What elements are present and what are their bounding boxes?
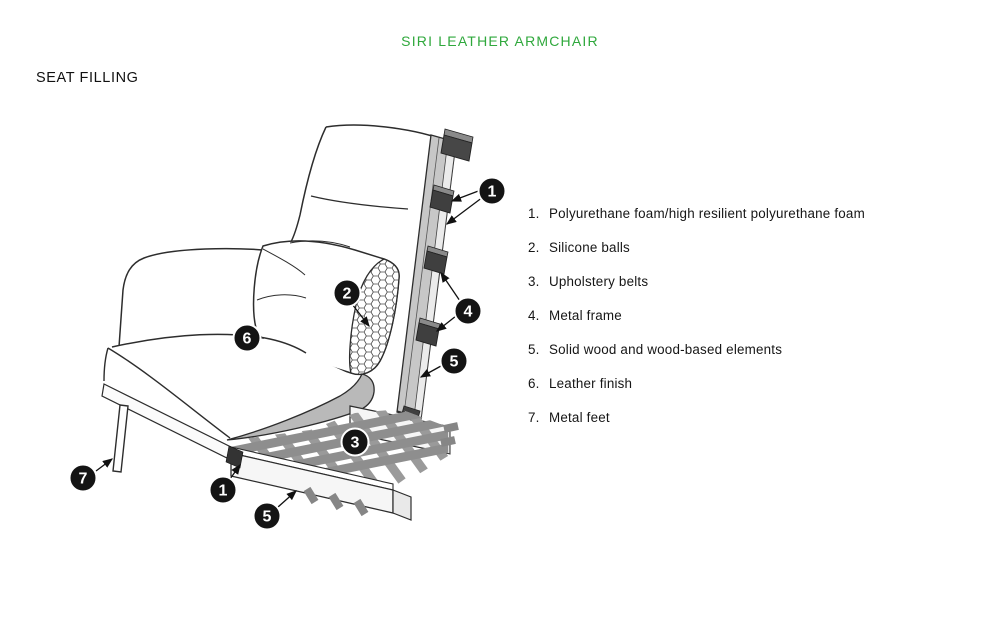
legend-item: 6. Leather finish	[528, 376, 948, 410]
callout-2: 2	[332, 278, 362, 308]
arrow-1a	[450, 189, 482, 202]
legend-item-label: Leather finish	[549, 376, 633, 391]
callout-7: 7	[68, 463, 98, 493]
metal-front-leg	[112, 404, 129, 473]
backrest-seam	[310, 195, 409, 210]
callout-6: 6	[232, 323, 262, 353]
legend-item-label: Metal feet	[549, 410, 610, 425]
legend-item: 7. Metal feet	[528, 410, 948, 444]
callout-markers: 1 4 5 2 6 3 1 5	[68, 176, 507, 531]
legend-item: 2. Silicone balls	[528, 240, 948, 274]
legend-item-label: Solid wood and wood-based elements	[549, 342, 783, 357]
cushion-wrinkle	[262, 248, 306, 276]
callout-5-bottom-label: 5	[263, 509, 272, 526]
callout-7-label: 7	[79, 471, 88, 488]
armrest	[118, 247, 284, 348]
frame-top-bracket	[440, 128, 474, 162]
seat-cushion-side-roll	[226, 373, 375, 441]
callout-1-top-label: 1	[488, 184, 497, 201]
metal-frame-bar	[396, 128, 474, 420]
armrest-edge	[118, 247, 284, 348]
bracket-front-face	[440, 134, 473, 162]
seat-front-crease	[107, 347, 231, 439]
legend-item-label: Metal frame	[549, 308, 622, 323]
legend-item-number: 4.	[528, 308, 540, 323]
legend-item-number: 2.	[528, 240, 540, 255]
webbing-strap-ends	[303, 422, 459, 517]
base-frame	[101, 383, 459, 521]
callout-3-label: 3	[351, 435, 360, 452]
legend-list: 1. Polyurethane foam/high resilient poly…	[528, 206, 948, 444]
callout-1-bottom: 1	[208, 475, 238, 505]
arrow-4b	[435, 315, 457, 332]
legend-item-label: Polyurethane foam/high resilient polyure…	[549, 206, 865, 221]
bracket-front-face	[429, 189, 454, 214]
frame-bracket	[415, 317, 441, 347]
wood-plank	[230, 446, 412, 521]
seat-left-edge	[103, 347, 109, 382]
arrow-7	[95, 458, 114, 472]
cushion-wrinkle	[256, 294, 307, 301]
legend-item-number: 3.	[528, 274, 540, 289]
callout-4: 4	[453, 296, 483, 326]
callout-arrows	[95, 189, 484, 508]
bracket-front-face	[415, 322, 440, 347]
frame-bracket	[423, 245, 449, 275]
callout-1-bottom-label: 1	[219, 483, 228, 500]
arrow-5r	[419, 365, 442, 378]
callout-5-right-label: 5	[450, 354, 459, 371]
legend-item: 5. Solid wood and wood-based elements	[528, 342, 948, 376]
arrow-5b	[277, 490, 297, 508]
legend-item-number: 7.	[528, 410, 540, 425]
frame-bar-line	[403, 137, 440, 415]
callout-5-bottom: 5	[252, 501, 282, 531]
cushion-wrinkle	[289, 240, 351, 248]
callout-5-right: 5	[439, 346, 469, 376]
callout-6-label: 6	[243, 331, 252, 348]
legend-item: 1. Polyurethane foam/high resilient poly…	[528, 206, 948, 240]
arrow-1b-bottom	[229, 463, 241, 480]
callout-3: 3	[340, 427, 370, 457]
legend-item: 3. Upholstery belts	[528, 274, 948, 308]
legend-item-label: Upholstery belts	[549, 274, 649, 289]
legend-item-number: 1.	[528, 206, 540, 221]
frame-bracket	[429, 184, 455, 214]
page-title: SIRI LEATHER ARMCHAIR	[401, 33, 599, 49]
front-leg	[112, 404, 129, 473]
back-cushion	[252, 240, 400, 376]
callout-4-label: 4	[464, 304, 473, 321]
legend-item-number: 5.	[528, 342, 540, 357]
legend-item-label: Silicone balls	[549, 240, 630, 255]
legend-item-number: 6.	[528, 376, 540, 391]
legend-item: 4. Metal frame	[528, 308, 948, 342]
callout-1-top: 1	[477, 176, 507, 206]
seat-cushion	[103, 333, 380, 443]
section-title: SEAT FILLING	[36, 70, 139, 86]
arrow-1b	[445, 196, 484, 225]
callout-2-label: 2	[343, 286, 352, 303]
plank-end-face	[392, 489, 412, 521]
arrow-4a	[440, 271, 461, 302]
arrow-2	[351, 303, 370, 328]
